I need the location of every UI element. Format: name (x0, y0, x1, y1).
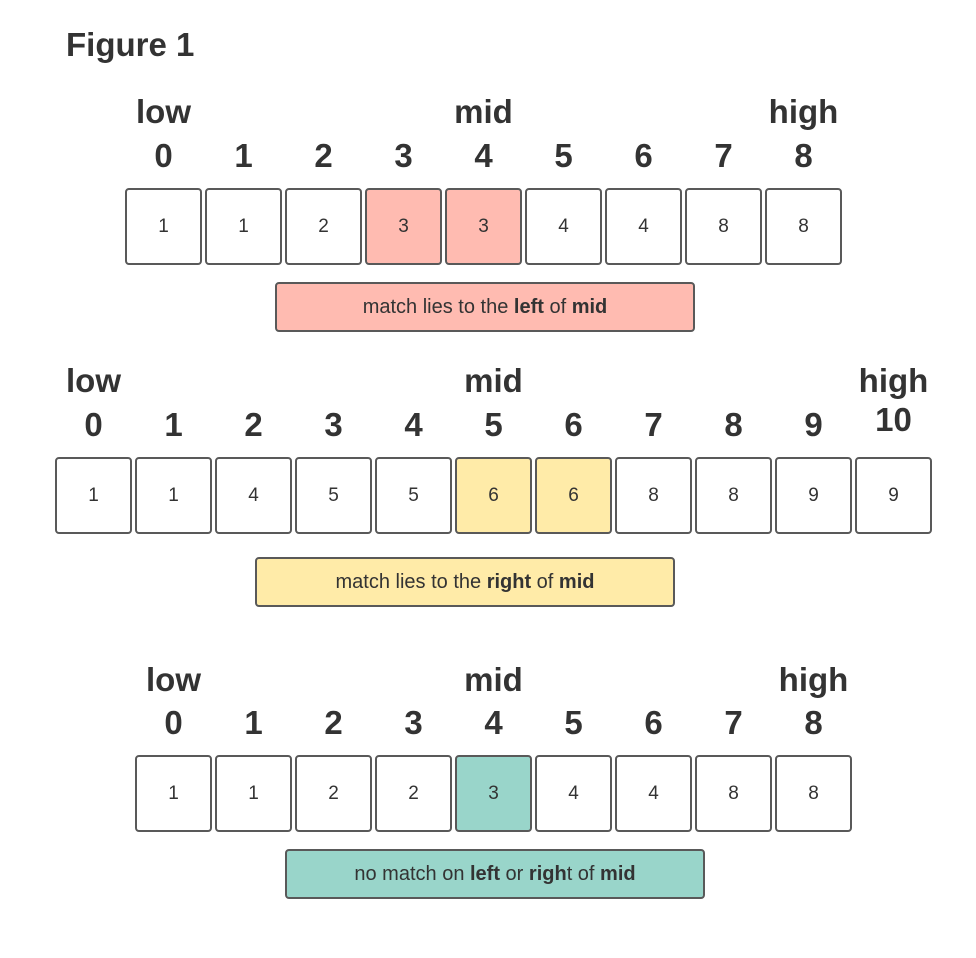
index-label: 2 (324, 704, 343, 741)
array-cell-highlighted: 3 (365, 188, 442, 265)
note-emphasis: left (470, 862, 500, 885)
array-cell: 1 (55, 457, 132, 534)
index-label: 6 (564, 406, 583, 443)
note-text: no match on (354, 862, 470, 885)
array-cell: 4 (615, 755, 692, 832)
mid-label: mid (464, 362, 523, 399)
array-cell: 4 (215, 457, 292, 534)
array-cell: 1 (135, 755, 212, 832)
note-emphasis: right (486, 570, 532, 593)
index-label: 6 (644, 704, 663, 741)
index-label: 8 (724, 406, 743, 443)
note-emphasis: left (513, 295, 544, 318)
index-label: 8 (794, 137, 813, 174)
index-label: 5 (564, 704, 583, 741)
array-cell: 1 (205, 188, 282, 265)
index-label: 1 (244, 704, 263, 741)
array-cell: 8 (775, 755, 852, 832)
note-emphasis: mid (571, 295, 608, 318)
high-label: high (778, 661, 849, 698)
index-label: 8 (804, 704, 823, 741)
array-cell: 1 (135, 457, 212, 534)
array-cell-highlighted: 6 (455, 457, 532, 534)
index-label: 3 (324, 406, 343, 443)
array-cell: 8 (695, 457, 772, 534)
index-label: 7 (724, 704, 743, 741)
array-cell: 8 (765, 188, 842, 265)
index-label: 1 (234, 137, 253, 174)
mid-label: mid (464, 661, 523, 698)
index-label: 6 (634, 137, 653, 174)
index-label: 2 (314, 137, 333, 174)
low-label: low (146, 661, 201, 698)
array-cell: 8 (615, 457, 692, 534)
index-label: 3 (404, 704, 423, 741)
index-label: 5 (554, 137, 573, 174)
low-label: low (136, 93, 191, 130)
array-cell: 1 (215, 755, 292, 832)
index-label: 2 (244, 406, 263, 443)
array-cell: 2 (295, 755, 372, 832)
array-cell: 4 (525, 188, 602, 265)
note-text: t of (566, 862, 601, 885)
high-label: high (858, 362, 929, 399)
array-cell: 5 (295, 457, 372, 534)
array-cell: 4 (605, 188, 682, 265)
low-label: low (66, 362, 121, 399)
note-text: of (531, 570, 559, 593)
index-label: 1 (164, 406, 183, 443)
index-label: 0 (154, 137, 173, 174)
note-emphasis: righ (528, 862, 567, 885)
index-label: 7 (644, 406, 663, 443)
explanation-note: match lies to the right of mid (255, 557, 675, 607)
index-label: 5 (484, 406, 503, 443)
note-text: of (543, 295, 572, 318)
array-cell: 4 (535, 755, 612, 832)
note-text: match lies to the (362, 295, 514, 318)
high-label: high (768, 93, 839, 130)
index-label: 4 (484, 704, 503, 741)
index-label: 4 (404, 406, 423, 443)
index-label: 0 (164, 704, 183, 741)
array-cell-highlighted: 6 (535, 457, 612, 534)
array-cell: 8 (695, 755, 772, 832)
array-cell: 2 (285, 188, 362, 265)
index-label: 0 (84, 406, 103, 443)
index-label: 4 (474, 137, 493, 174)
array-cell: 5 (375, 457, 452, 534)
note-text: match lies to the (335, 570, 487, 593)
array-cell-highlighted: 3 (455, 755, 532, 832)
array-cell: 2 (375, 755, 452, 832)
array-cell: 1 (125, 188, 202, 265)
figure-title: Figure 1 (66, 26, 195, 63)
array-cell-highlighted: 3 (445, 188, 522, 265)
index-label: 7 (714, 137, 733, 174)
note-emphasis: mid (600, 862, 636, 885)
array-cell: 9 (775, 457, 852, 534)
array-cell: 8 (685, 188, 762, 265)
note-emphasis: mid (558, 570, 595, 593)
index-label: 10 (875, 401, 912, 438)
index-label: 3 (394, 137, 413, 174)
index-label: 9 (804, 406, 823, 443)
explanation-note: match lies to the left of mid (275, 282, 695, 332)
array-cell: 9 (855, 457, 932, 534)
mid-label: mid (454, 93, 513, 130)
note-text: or (500, 862, 529, 885)
